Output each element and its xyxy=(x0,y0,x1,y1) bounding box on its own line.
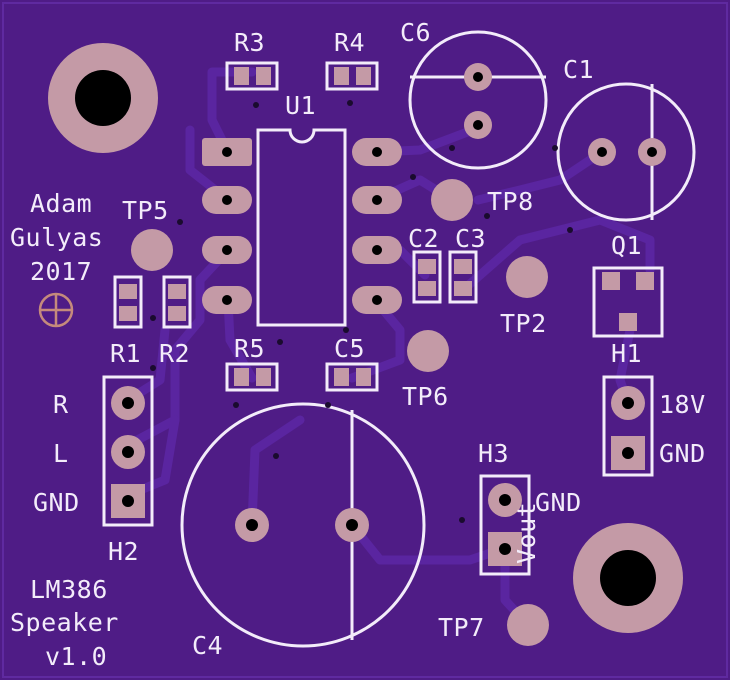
tp8-pad xyxy=(431,179,473,221)
label-r4: R4 xyxy=(334,28,366,57)
tp6-pad xyxy=(407,330,449,372)
alignment-mark xyxy=(38,292,74,328)
label-h2-l: L xyxy=(53,439,69,468)
tp2-pad xyxy=(506,256,548,298)
mounting-hole-bottom-right xyxy=(573,523,683,633)
r2-footprint xyxy=(162,275,192,329)
r5-footprint xyxy=(225,362,279,392)
vias xyxy=(150,100,573,523)
label-h3: H3 xyxy=(478,439,510,468)
label-h2-gnd: GND xyxy=(33,488,80,517)
label-h3-gnd: GND xyxy=(535,488,582,517)
c4-footprint xyxy=(180,402,426,648)
c3-footprint xyxy=(448,250,478,304)
label-tp6: TP6 xyxy=(402,382,449,411)
label-tp5: TP5 xyxy=(122,196,169,225)
label-c4: C4 xyxy=(192,631,224,660)
label-tp8: TP8 xyxy=(487,187,534,216)
author-last-name: Gulyas xyxy=(10,223,104,252)
label-c5: C5 xyxy=(334,334,366,363)
h2-footprint xyxy=(102,375,154,527)
label-r2: R2 xyxy=(159,339,191,368)
c6-footprint xyxy=(408,30,548,170)
author-year: 2017 xyxy=(30,257,93,286)
label-c6: C6 xyxy=(400,18,432,47)
label-r3: R3 xyxy=(234,28,266,57)
tp5-pad xyxy=(131,229,173,271)
r4-footprint xyxy=(325,61,379,91)
project-title: LM386 xyxy=(30,575,108,604)
label-h1-gnd: GND xyxy=(659,439,706,468)
label-h1: H1 xyxy=(611,339,643,368)
project-subtitle: Speaker xyxy=(10,608,119,637)
q1-footprint xyxy=(592,266,664,338)
label-c2: C2 xyxy=(408,224,440,253)
r3-footprint xyxy=(225,61,279,91)
label-h2-r: R xyxy=(53,390,69,419)
r1-footprint xyxy=(113,275,143,329)
label-u1: U1 xyxy=(285,91,317,120)
c1-footprint xyxy=(556,82,696,222)
label-r5: R5 xyxy=(234,334,266,363)
h1-footprint xyxy=(602,375,654,477)
h3-footprint xyxy=(479,474,531,576)
label-tp2: TP2 xyxy=(500,309,547,338)
label-c1: C1 xyxy=(563,55,595,84)
label-h1-18v: 18V xyxy=(659,390,706,419)
label-r1: R1 xyxy=(110,339,142,368)
test-points xyxy=(131,179,549,646)
author-first-name: Adam xyxy=(30,189,93,218)
label-h2: H2 xyxy=(108,537,140,566)
project-version: v1.0 xyxy=(45,642,108,671)
label-tp7: TP7 xyxy=(438,613,485,642)
u1-footprint xyxy=(202,128,402,327)
label-h3-vout: Vout xyxy=(512,501,541,564)
tp7-pad xyxy=(507,604,549,646)
mounting-hole-top-left xyxy=(48,43,158,153)
c2-footprint xyxy=(412,250,442,304)
label-c3: C3 xyxy=(455,224,487,253)
c5-footprint xyxy=(325,362,379,392)
label-q1: Q1 xyxy=(611,231,643,260)
